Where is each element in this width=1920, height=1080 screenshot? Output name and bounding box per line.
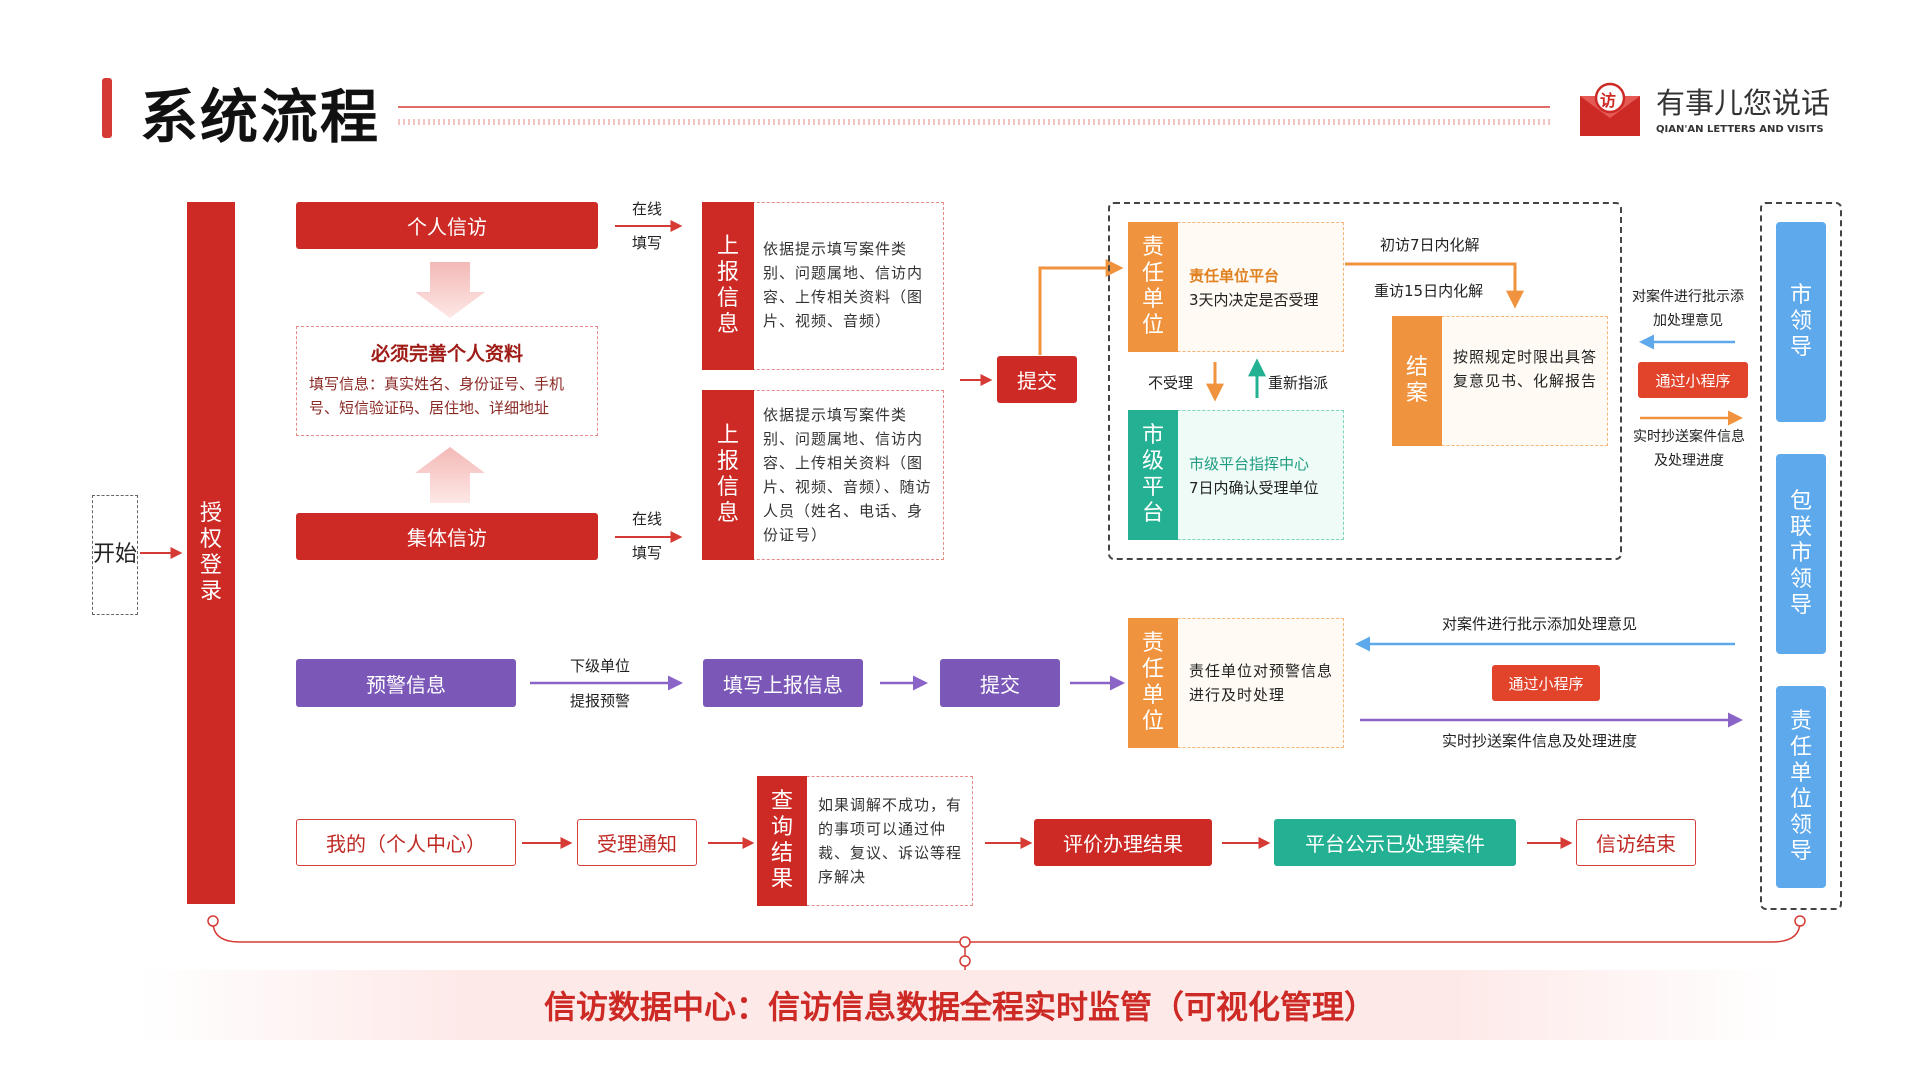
city-platform: 市级平台 市级平台指挥中心 7日内确认受理单位 bbox=[1128, 410, 1344, 540]
title-accent-bar bbox=[102, 78, 112, 138]
query-result-detail: 如果调解不成功，有的事项可以通过仲裁、复议、诉讼等程序解决 bbox=[818, 796, 963, 886]
processing-group bbox=[1108, 202, 1622, 560]
fill-label-1: 填写 bbox=[632, 234, 663, 252]
closing-label: 结案 bbox=[1392, 316, 1442, 446]
reassign-label: 重新指派 bbox=[1268, 374, 1329, 392]
start-node: 开始 bbox=[92, 495, 138, 615]
online-label-1: 在线 bbox=[632, 200, 663, 218]
city-platform-detail: 7日内确认受理单位 bbox=[1189, 479, 1319, 497]
miniprogram-badge-warning: 通过小程序 bbox=[1492, 665, 1600, 701]
leader-city: 市领导 bbox=[1776, 222, 1826, 422]
page-title: 系统流程 bbox=[140, 83, 381, 151]
warning-instruct-text: 对案件进行批示添加处理意见 bbox=[1442, 615, 1638, 633]
brand-logo-icon: 访 bbox=[1578, 82, 1642, 138]
report-info-collective: 上报信息 依据提示填写案件类别、问题属地、信访内容、上传相关资料（图片、视频、音… bbox=[702, 390, 944, 560]
first-visit-label: 初访7日内化解 bbox=[1380, 236, 1480, 254]
not-accept-label: 不受理 bbox=[1148, 374, 1194, 392]
report-label-2: 上报信息 bbox=[702, 390, 754, 560]
profile-title: 必须完善个人资料 bbox=[370, 343, 523, 365]
revisit-label: 重访15日内化解 bbox=[1374, 282, 1484, 300]
city-platform-label: 市级平台 bbox=[1128, 410, 1178, 540]
city-platform-title: 市级平台指挥中心 bbox=[1189, 455, 1310, 473]
warning-cc-text: 实时抄送案件信息及处理进度 bbox=[1442, 732, 1638, 750]
profile-detail: 填写信息：真实姓名、身份证号、手机号、短信验证码、居住地、详细地址 bbox=[309, 375, 565, 417]
brand-name: 有事儿您说话 bbox=[1656, 86, 1831, 120]
miniprogram-badge-top: 通过小程序 bbox=[1638, 362, 1748, 398]
personal-petition: 个人信访 bbox=[296, 202, 598, 249]
publish-cases: 平台公示已处理案件 bbox=[1274, 819, 1516, 866]
warning-submit: 提交 bbox=[940, 659, 1060, 707]
petition-end: 信访结束 bbox=[1576, 819, 1696, 866]
fill-label-2: 填写 bbox=[632, 544, 663, 562]
warning-arrow-bottom-label: 提报预警 bbox=[570, 692, 631, 710]
auth-login-bar: 授权登录 bbox=[187, 202, 235, 904]
responsible-unit-title: 责任单位平台 bbox=[1189, 267, 1280, 285]
responsible-unit-detail: 3天内决定是否受理 bbox=[1189, 291, 1319, 309]
warning-unit-label: 责任单位 bbox=[1128, 618, 1178, 748]
acceptance-notice: 受理通知 bbox=[577, 819, 697, 866]
responsible-unit-platform: 责任单位 责任单位平台 3天内决定是否受理 bbox=[1128, 222, 1344, 352]
evaluate-result: 评价办理结果 bbox=[1034, 819, 1212, 866]
my-personal-center: 我的（个人中心） bbox=[296, 819, 516, 866]
responsible-unit-label: 责任单位 bbox=[1128, 222, 1178, 352]
warning-info: 预警信息 bbox=[296, 659, 516, 707]
profile-requirement: 必须完善个人资料 填写信息：真实姓名、身份证号、手机号、短信验证码、居住地、详细… bbox=[296, 326, 598, 436]
closing-detail: 按照规定时限出具答复意见书、化解报告 bbox=[1453, 348, 1598, 390]
warning-fill-info: 填写上报信息 bbox=[703, 659, 863, 707]
warning-unit-detail: 责任单位对预警信息进行及时处理 bbox=[1189, 662, 1334, 704]
report-detail-2: 依据提示填写案件类别、问题属地、信访内容、上传相关资料（图片、视频、音频）、随访… bbox=[763, 406, 932, 544]
report-detail-1: 依据提示填写案件类别、问题属地、信访内容、上传相关资料（图片、视频、音频） bbox=[763, 240, 924, 330]
leader-cc-text-top: 实时抄送案件信息及处理进度 bbox=[1633, 429, 1745, 469]
query-result: 查询结果 如果调解不成功，有的事项可以通过仲裁、复议、诉讼等程序解决 bbox=[757, 776, 973, 906]
report-label-1: 上报信息 bbox=[702, 202, 754, 370]
brand-subtitle: QIAN'AN LETTERS AND VISITS bbox=[1656, 124, 1824, 135]
online-label-2: 在线 bbox=[632, 510, 663, 528]
warning-responsible-unit: 责任单位 责任单位对预警信息进行及时处理 bbox=[1128, 618, 1344, 748]
report-info-personal: 上报信息 依据提示填写案件类别、问题属地、信访内容、上传相关资料（图片、视频、音… bbox=[702, 202, 944, 370]
query-result-label: 查询结果 bbox=[757, 776, 807, 906]
leader-liaison: 包联市领导 bbox=[1776, 454, 1826, 654]
collective-petition: 集体信访 bbox=[296, 513, 598, 560]
leaders-group bbox=[1760, 202, 1842, 910]
submit-button: 提交 bbox=[997, 356, 1077, 403]
closing-case: 结案 按照规定时限出具答复意见书、化解报告 bbox=[1392, 316, 1608, 446]
leader-unit: 责任单位领导 bbox=[1776, 686, 1826, 888]
data-center-footer: 信访数据中心：信访信息数据全程实时监管（可视化管理） bbox=[543, 988, 1376, 1026]
leader-instruct-text-top: 对案件进行批示添加处理意见 bbox=[1632, 289, 1744, 329]
warning-arrow-top-label: 下级单位 bbox=[570, 657, 631, 675]
